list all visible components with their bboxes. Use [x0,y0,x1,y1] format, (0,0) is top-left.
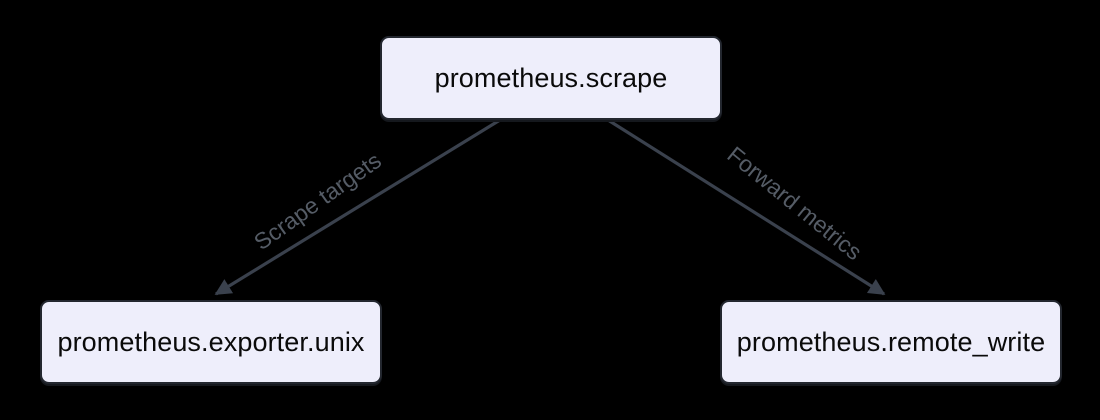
edge-scrape-to-exporter [214,118,501,296]
node-label: prometheus.scrape [434,62,668,93]
node-prometheus-remote-write[interactable]: prometheus.remote_write [720,300,1062,384]
edge-scrape-to-remote [607,118,886,296]
node-label: prometheus.exporter.unix [57,326,365,357]
node-prometheus-scrape[interactable]: prometheus.scrape [380,36,722,120]
node-label: prometheus.remote_write [736,326,1046,357]
node-prometheus-exporter-unix[interactable]: prometheus.exporter.unix [40,300,382,384]
